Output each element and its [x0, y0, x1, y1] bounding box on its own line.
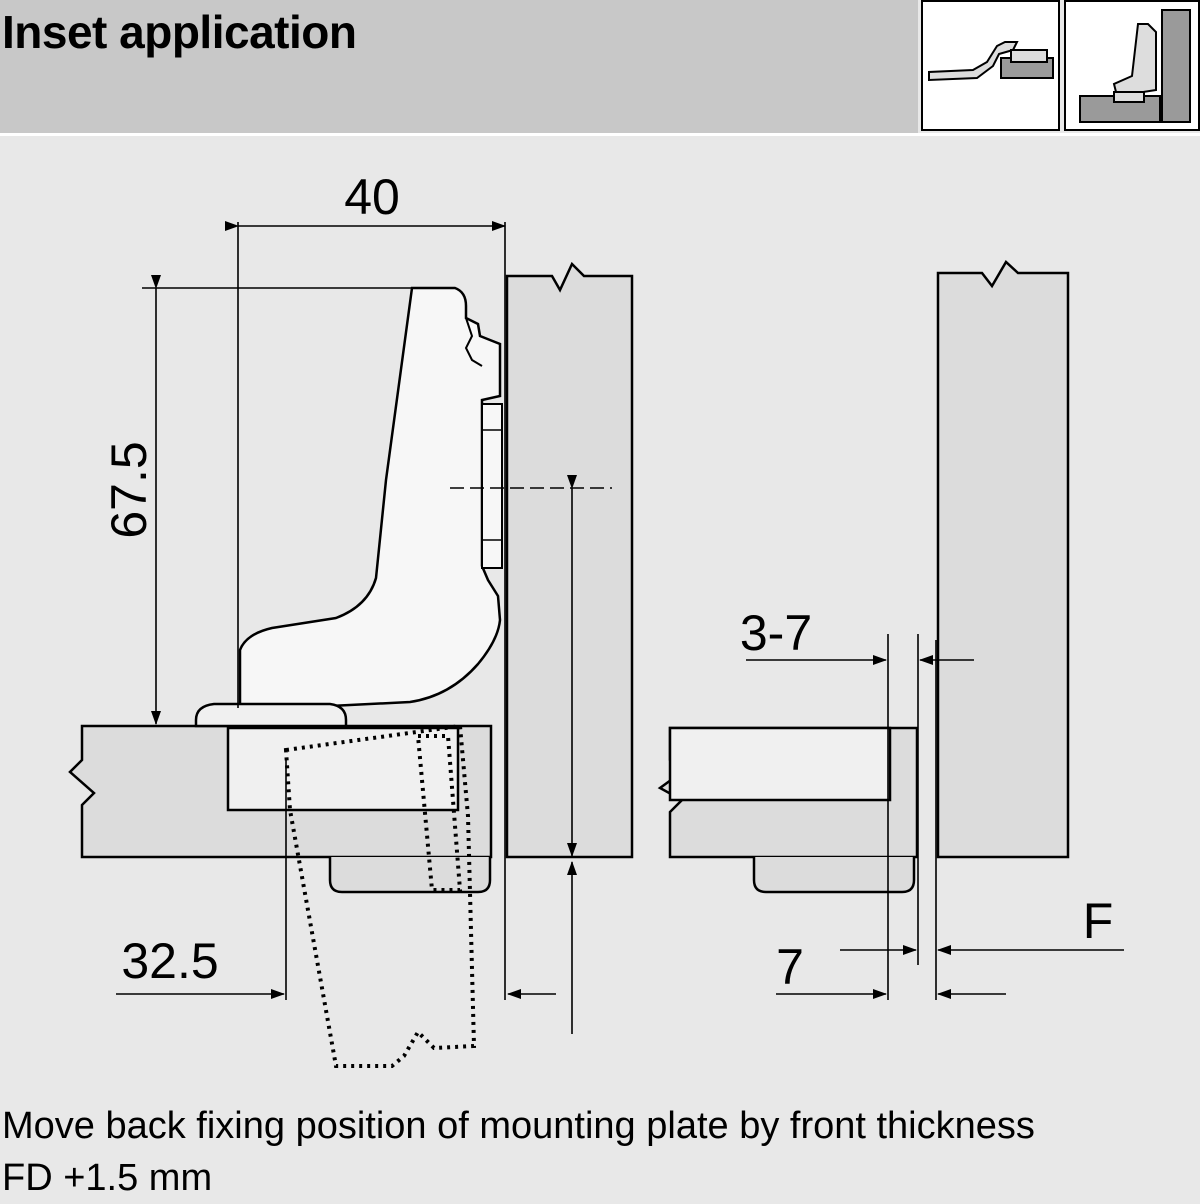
page-title: Inset application — [2, 6, 357, 58]
dimension-lines — [116, 221, 1124, 1034]
hinge-closed-icon — [1079, 9, 1191, 123]
dimension-label-32-5: 32.5 — [121, 933, 218, 989]
hinge-dimension-drawing: 40 67.5 3-7 32.5 7 F — [68, 169, 1124, 1068]
door-panel-left — [68, 724, 493, 894]
dimension-label-67-5: 67.5 — [101, 441, 157, 538]
cabinet-side-panel-right — [936, 260, 1070, 859]
hinge-thumbnail-closed — [1064, 0, 1200, 131]
hinge-thumbnail-open — [921, 0, 1060, 131]
dimension-label-40: 40 — [344, 169, 400, 225]
header-bar: Inset application — [0, 0, 918, 133]
dimension-label-7: 7 — [776, 939, 804, 995]
hinge-cup-dotted-outline — [283, 723, 477, 1068]
door-panel-right — [657, 726, 919, 894]
hinge-arm — [194, 286, 503, 728]
caption: Move back fixing position of mounting pl… — [2, 1100, 1198, 1204]
caption-line-2: FD +1.5 mm — [2, 1157, 213, 1199]
header-divider — [0, 133, 1200, 136]
cabinet-side-panel-left — [505, 261, 634, 859]
hinge-open-icon — [928, 41, 1054, 82]
caption-line-1: Move back fixing position of mounting pl… — [2, 1105, 1035, 1147]
dimension-label-3-7: 3-7 — [740, 605, 812, 661]
dimension-label-f: F — [1083, 893, 1114, 949]
